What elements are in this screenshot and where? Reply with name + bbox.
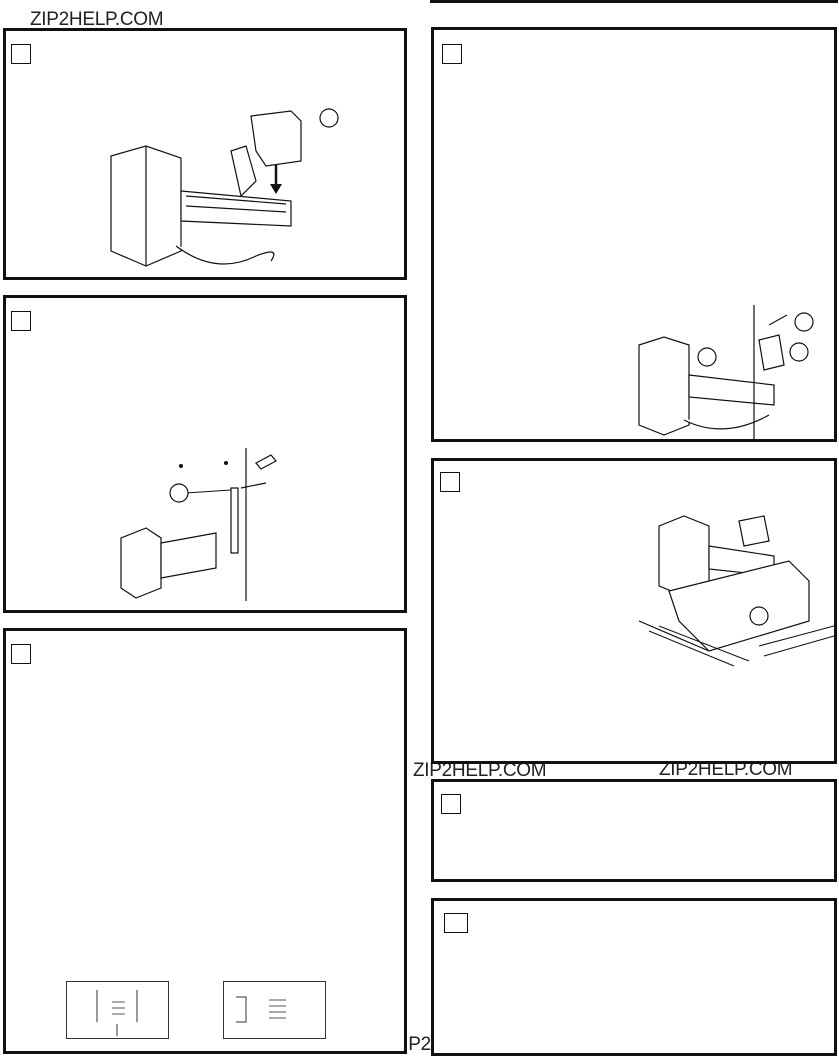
step-7-panel xyxy=(431,898,837,1056)
callout-circle xyxy=(697,347,717,367)
label-thumbnail-left xyxy=(66,981,169,1039)
wiring-illustration xyxy=(120,448,277,601)
watermark: ZIP2HELP.COM xyxy=(30,9,164,30)
callout-circle xyxy=(169,483,189,503)
step-number-box xyxy=(11,44,31,64)
step-number-box xyxy=(441,794,461,814)
label-thumbnail-right xyxy=(223,981,326,1039)
step-6-panel xyxy=(431,779,837,882)
callout-circle xyxy=(789,342,809,362)
callout-circle xyxy=(794,312,814,332)
ice-bin-illustration xyxy=(638,515,835,667)
icemaker-mounting-illustration xyxy=(638,305,814,440)
step-1-panel xyxy=(3,28,407,280)
step-3-panel xyxy=(3,628,407,1054)
watermark: ZIP2HELP.COM xyxy=(413,760,547,781)
callout-circle xyxy=(749,606,769,626)
step-number-box xyxy=(11,644,31,664)
top-rule xyxy=(430,0,838,3)
step-4-panel xyxy=(431,27,837,442)
step-number-box xyxy=(440,472,460,492)
watermark: ZIP2HELP.COM xyxy=(659,759,793,780)
step-number-box xyxy=(442,44,462,64)
callout-circle xyxy=(319,108,339,128)
step-number-box xyxy=(444,913,468,933)
step-number-box xyxy=(11,311,31,331)
step-5-panel xyxy=(431,458,837,764)
step-2-panel xyxy=(3,295,407,613)
icemaker-illustration xyxy=(110,108,339,267)
